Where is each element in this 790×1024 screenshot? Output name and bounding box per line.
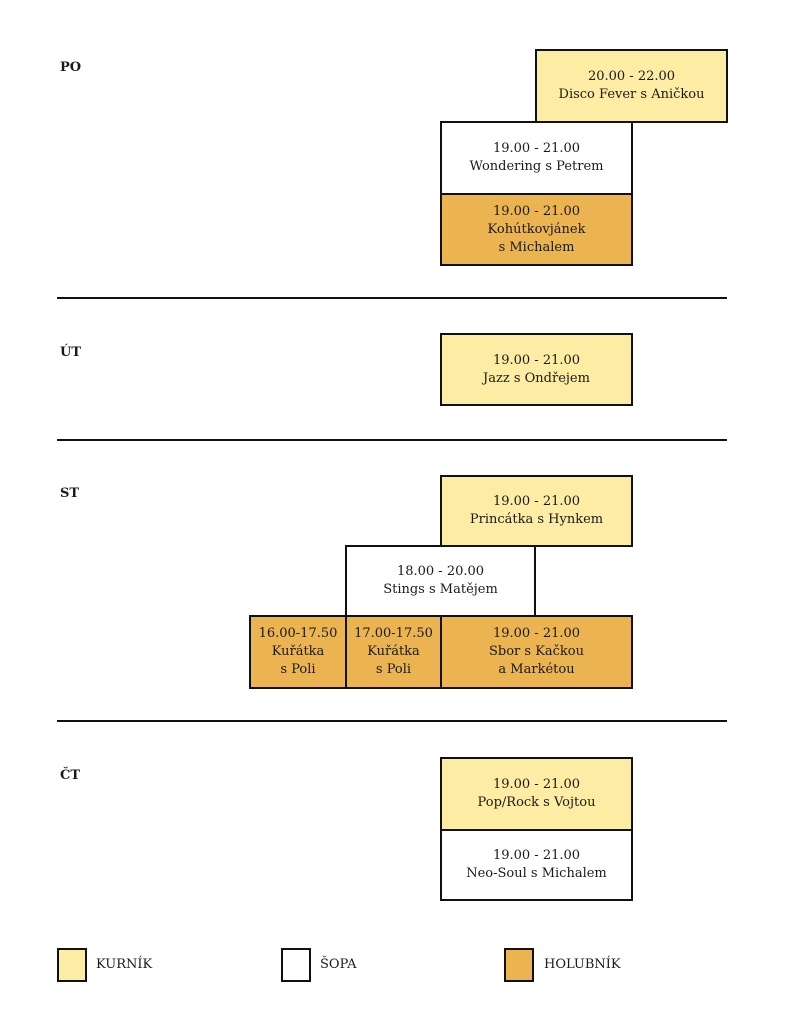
event-wondering: 19.00 - 21.00 Wondering s Petrem (440, 121, 633, 195)
event-time: 19.00 - 21.00 (492, 494, 581, 509)
legend-label-sopa: ŠOPA (320, 957, 357, 972)
event-title-line2: s Poli (375, 662, 412, 677)
event-time: 19.00 - 21.00 (492, 848, 581, 863)
legend-swatch-kurnik (57, 948, 87, 982)
event-stings: 18.00 - 20.00 Stings s Matějem (345, 545, 536, 617)
event-title: Kohútkovjánek (487, 221, 586, 237)
event-title: Neo-Soul s Michalem (466, 866, 607, 881)
event-time: 19.00 - 21.00 (492, 203, 581, 219)
event-time: 19.00 - 21.00 (492, 626, 581, 641)
event-title: Wondering s Petrem (469, 159, 604, 174)
event-neo-soul: 19.00 - 21.00 Neo-Soul s Michalem (440, 829, 633, 901)
divider (57, 297, 727, 299)
divider (57, 439, 727, 441)
event-title: Sbor s Kačkou (488, 644, 585, 659)
event-title: Kuřátka (271, 644, 325, 659)
event-title: Stings s Matějem (383, 582, 498, 597)
event-time: 17.00-17.50 (354, 626, 433, 641)
legend-swatch-sopa (281, 948, 311, 982)
day-label-ct: ČT (60, 768, 81, 783)
day-label-ut: ÚT (60, 345, 82, 360)
event-jazz: 19.00 - 21.00 Jazz s Ondřejem (440, 333, 633, 406)
event-time: 19.00 - 21.00 (492, 141, 581, 156)
event-kuratka-1: 16.00-17.50 Kuřátka s Poli (249, 615, 347, 689)
event-kohutkovjanek: 19.00 - 21.00 Kohútkovjánek s Michalem (440, 193, 633, 266)
event-time: 20.00 - 22.00 (587, 69, 676, 84)
event-time: 19.00 - 21.00 (492, 352, 581, 368)
event-title-line2: a Markétou (498, 662, 575, 677)
legend-swatch-holubnik (504, 948, 534, 982)
event-princatka: 19.00 - 21.00 Princátka s Hynkem (440, 475, 633, 547)
legend-label-holubnik: HOLUBNÍK (544, 957, 621, 972)
event-title: Princátka s Hynkem (469, 512, 604, 527)
event-title-line2: s Michalem (498, 239, 575, 255)
event-sbor: 19.00 - 21.00 Sbor s Kačkou a Markétou (440, 615, 633, 689)
event-title: Disco Fever s Aničkou (558, 87, 705, 102)
event-title: Kuřátka (367, 644, 420, 659)
event-title: Pop/Rock s Vojtou (477, 795, 596, 810)
event-title-line2: s Poli (280, 662, 316, 677)
divider (57, 720, 727, 722)
day-label-po: PO (60, 60, 82, 75)
event-time: 16.00-17.50 (258, 626, 338, 641)
day-label-st: ST (60, 486, 80, 501)
event-pop-rock: 19.00 - 21.00 Pop/Rock s Vojtou (440, 757, 633, 831)
event-disco-fever: 20.00 - 22.00 Disco Fever s Aničkou (535, 49, 728, 123)
event-kuratka-2: 17.00-17.50 Kuřátka s Poli (345, 615, 442, 689)
event-time: 19.00 - 21.00 (492, 777, 581, 792)
event-title: Jazz s Ondřejem (483, 370, 590, 386)
event-time: 18.00 - 20.00 (396, 564, 485, 579)
legend-label-kurnik: KURNÍK (96, 957, 153, 972)
